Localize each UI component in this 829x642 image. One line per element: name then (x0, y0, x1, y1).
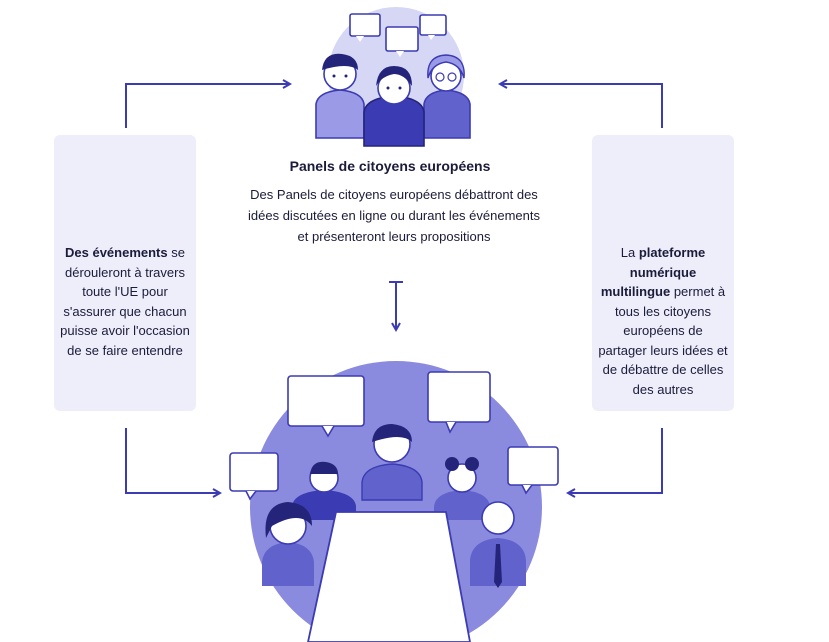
right-info-bold: plateforme numérique multilingue (600, 245, 706, 299)
left-info-rest: se dérouleront à travers toute l'UE pour… (60, 245, 190, 358)
arrow-right-top (500, 84, 663, 128)
right-info-text: La plateforme numérique multilingue perm… (598, 243, 728, 399)
arrow-left-top (125, 84, 290, 128)
right-info-lead: La (620, 245, 636, 260)
arrow-left-bottom (125, 428, 220, 493)
citizens-group-icon (315, 7, 471, 147)
meeting-table-icon (229, 361, 559, 642)
right-info-box: La plateforme numérique multilingue perm… (592, 135, 734, 411)
left-info-bold: Des événements (65, 245, 168, 260)
panel-title: Panels de citoyens européens (289, 158, 491, 174)
right-info-rest: permet à tous les citoyens européens de … (598, 284, 728, 397)
left-info-box: Des événements se dérouleront à travers … (54, 135, 196, 411)
left-info-text: Des événements se dérouleront à travers … (60, 243, 190, 360)
arrow-right-bottom (568, 428, 663, 493)
panel-description: Des Panels de citoyens européens débattr… (248, 187, 540, 244)
